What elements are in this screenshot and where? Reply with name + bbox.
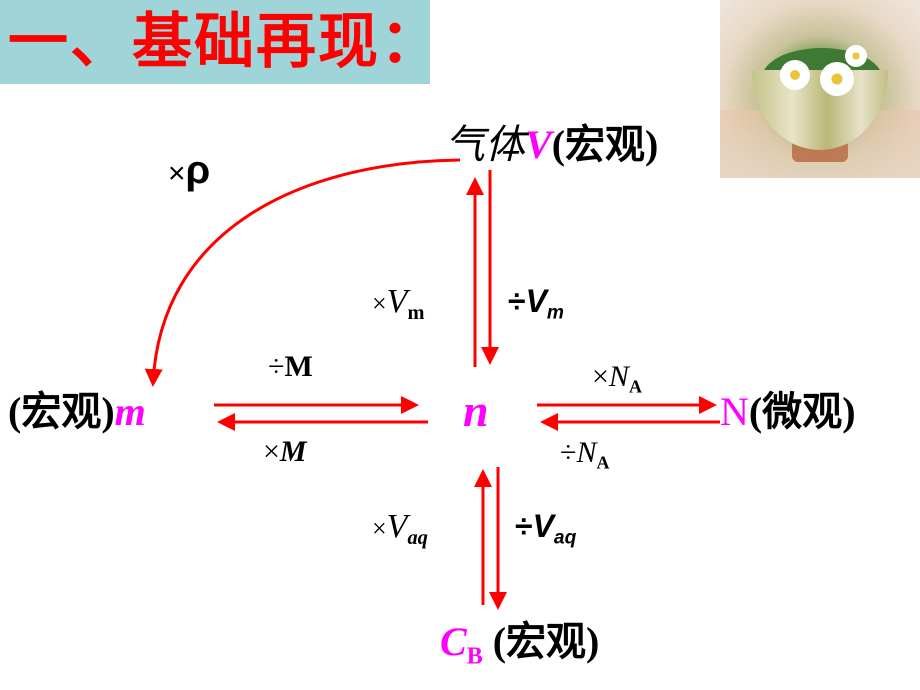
label-div-vaq: ÷Vaq (515, 508, 577, 549)
label-div-m: ÷M (268, 350, 313, 383)
node-gas-suffix: (宏观) (551, 122, 659, 167)
label-div-vm: ÷Vm (508, 283, 564, 324)
daisy-icon (845, 45, 867, 67)
node-conc-subscript: B (466, 643, 483, 670)
arrow-gas-to-mass (144, 158, 461, 387)
label-times-na: ×NA (592, 360, 642, 397)
node-mole: n (463, 385, 489, 436)
node-conc-suffix: (宏观) (492, 619, 600, 664)
node-particles: N(微观) (720, 392, 856, 432)
page-title: 一、基础再现： (8, 7, 442, 77)
label-div-na: ÷NA (560, 436, 610, 473)
node-gas-symbol: V (525, 122, 552, 167)
node-particles-suffix: (微观) (748, 389, 856, 434)
label-times-m: ×M (263, 435, 307, 468)
label-times-vaq: ×Vaq (372, 508, 428, 550)
daisy-icon (820, 62, 854, 96)
node-mass: (宏观)m (8, 392, 146, 432)
node-gas-prefix: 气体 (445, 122, 525, 168)
node-mass-prefix: (宏观) (8, 389, 115, 434)
node-conc-symbol: C (440, 619, 467, 664)
label-times-vm: ×Vm (372, 283, 425, 325)
daisy-icon (780, 60, 810, 90)
title-banner: 一、基础再现： (0, 0, 440, 84)
flower-photo (720, 0, 920, 178)
node-concentration: CB (宏观) (440, 619, 600, 670)
node-gas-volume: 气体V(宏观) (445, 122, 659, 168)
label-times-rho: ×ρ (168, 148, 211, 192)
node-mass-symbol: m (114, 389, 146, 434)
node-particles-symbol: N (720, 389, 749, 434)
